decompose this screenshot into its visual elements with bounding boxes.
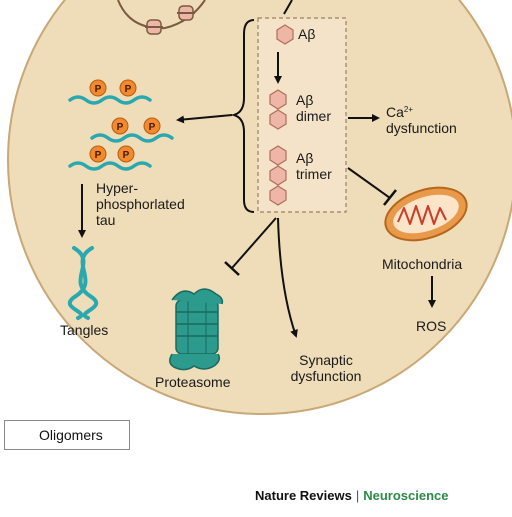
calcium-dysfunction-text: dysfunction (386, 120, 457, 136)
monomer-hexagon (276, 24, 294, 45)
oligomer-bracket (230, 19, 255, 213)
mitochondrion-icon (384, 186, 468, 242)
svg-text:P: P (95, 84, 102, 95)
dimer-ab-text: Aβ (296, 92, 314, 108)
arrow-to-tau (176, 114, 233, 124)
tangles-icon (67, 246, 99, 320)
calcium-charge: 2+ (403, 105, 414, 114)
phosphate-labels: P P P P P P (95, 84, 156, 161)
dimer-text: dimer (296, 108, 332, 124)
tau-label-line1: Hyper- (96, 180, 139, 196)
proteasome-icon (169, 288, 224, 371)
journal-separator: | (355, 488, 360, 503)
incoming-arrow (283, 0, 293, 15)
membrane-receptor (117, 0, 206, 35)
calcium-dysfunction-label: Ca2+ dysfunction (386, 104, 457, 136)
legend-label: Oligomers (39, 427, 103, 443)
trimer-label: Aβ trimer (296, 150, 332, 182)
tangles-label: Tangles (60, 322, 109, 338)
mitochondria-label: Mitochondria (382, 256, 463, 272)
tau-label: Hyper- phosphorlated tau (96, 180, 185, 228)
dimer-hexagons (269, 89, 287, 130)
svg-text:P: P (149, 122, 156, 133)
inhibit-mitochondria (347, 167, 397, 206)
proteasome-label: Proteasome (155, 374, 231, 390)
journal-name: Nature Reviews (255, 488, 352, 503)
tau-label-line3: tau (96, 212, 116, 228)
receptor-oligomer (145, 5, 195, 35)
tau-strands (68, 95, 174, 171)
journal-footer: Nature Reviews|Neuroscience (255, 488, 448, 503)
inhibit-proteasome (224, 217, 277, 276)
trimer-ab-text: Aβ (296, 150, 314, 166)
trimer-hexagons (269, 145, 287, 206)
synaptic-dysfunction-label: Synaptic dysfunction (276, 352, 376, 384)
svg-text:P: P (123, 150, 130, 161)
arrow-to-synaptic (277, 217, 298, 338)
trimer-text: trimer (296, 166, 332, 182)
svg-text:P: P (95, 150, 102, 161)
legend: Oligomers (4, 420, 130, 450)
synaptic-line1: Synaptic (299, 352, 353, 368)
synaptic-line2: dysfunction (290, 368, 362, 384)
calcium-ion: Ca (386, 104, 404, 120)
journal-section: Neuroscience (363, 488, 449, 503)
svg-text:P: P (117, 122, 124, 133)
svg-text:P: P (125, 84, 132, 95)
dimer-label: Aβ dimer (296, 92, 331, 124)
tau-label-line2: phosphorlated (96, 196, 185, 212)
ros-label: ROS (416, 318, 447, 334)
monomer-label: Aβ (298, 26, 316, 42)
phosphate-groups (89, 79, 161, 163)
